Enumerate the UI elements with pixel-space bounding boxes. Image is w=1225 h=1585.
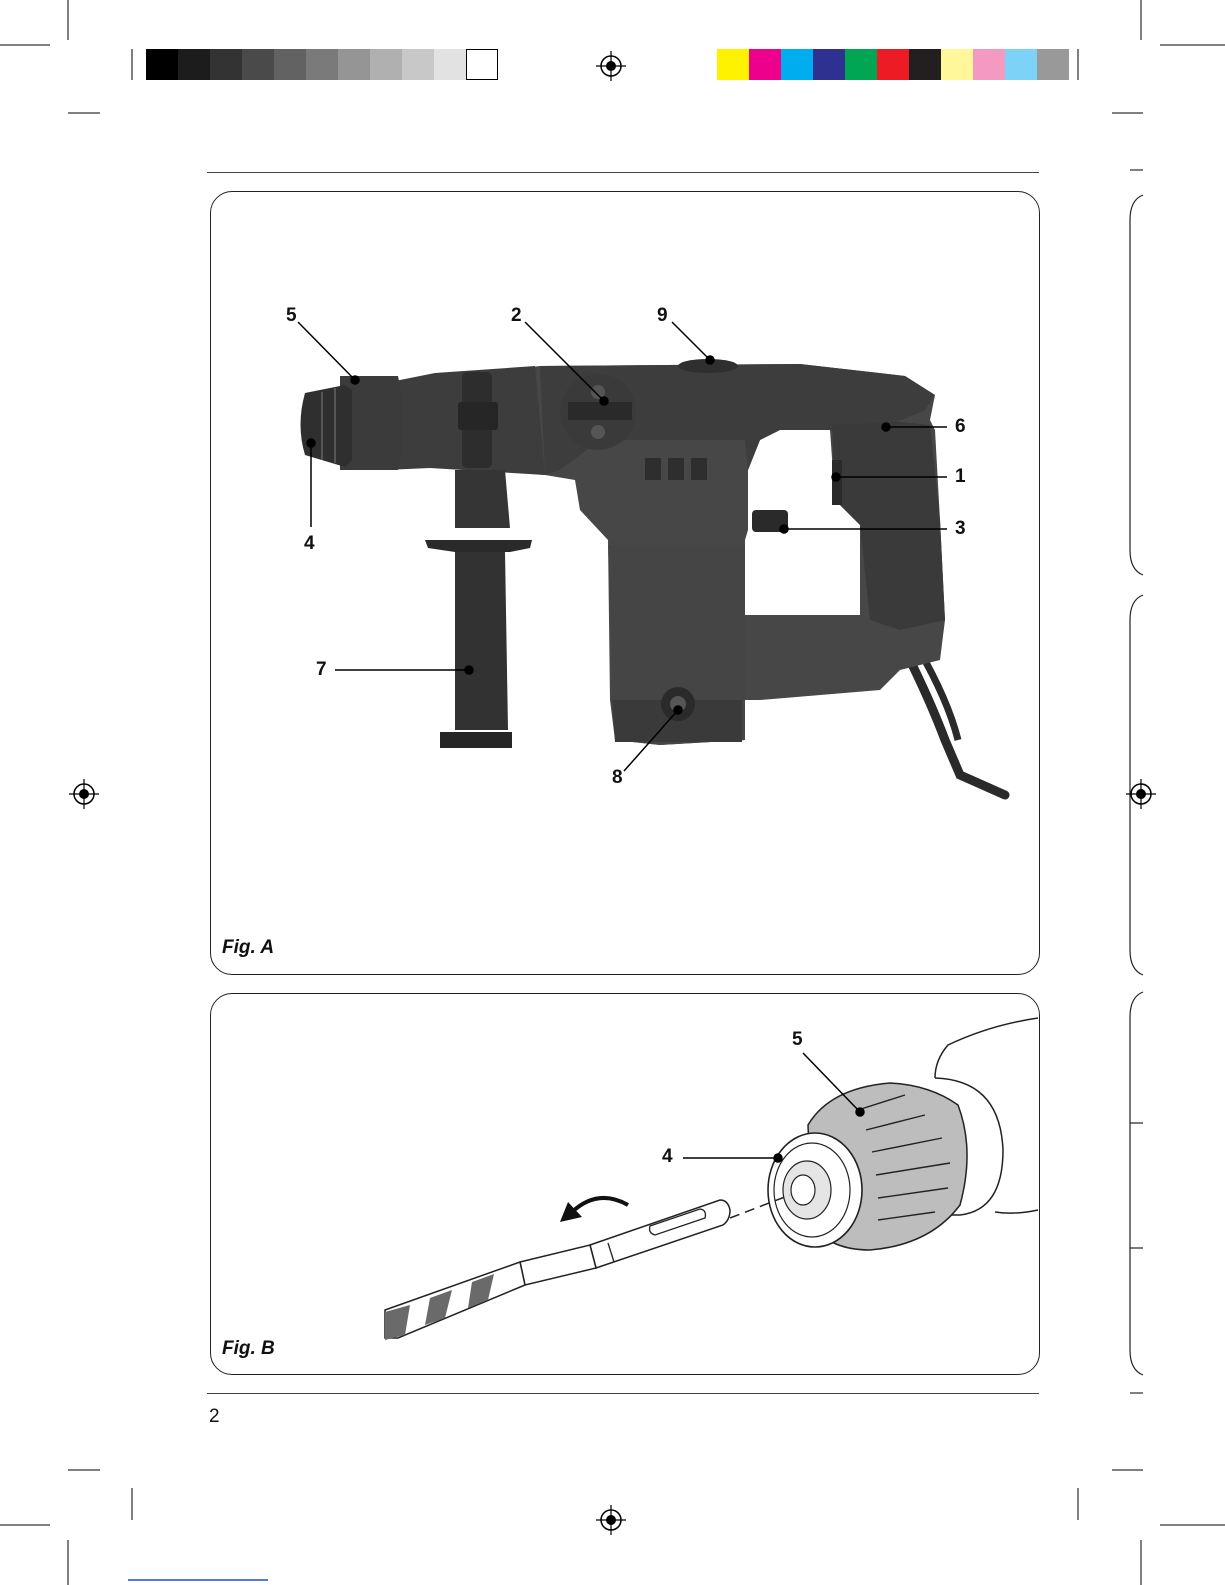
callout-5-chuck-detail: 5 (792, 1029, 803, 1051)
callout-4-tool-holder-detail: 4 (662, 1146, 673, 1168)
figure-b-label: Fig. B (222, 1338, 275, 1360)
page-number: 2 (209, 1406, 220, 1428)
